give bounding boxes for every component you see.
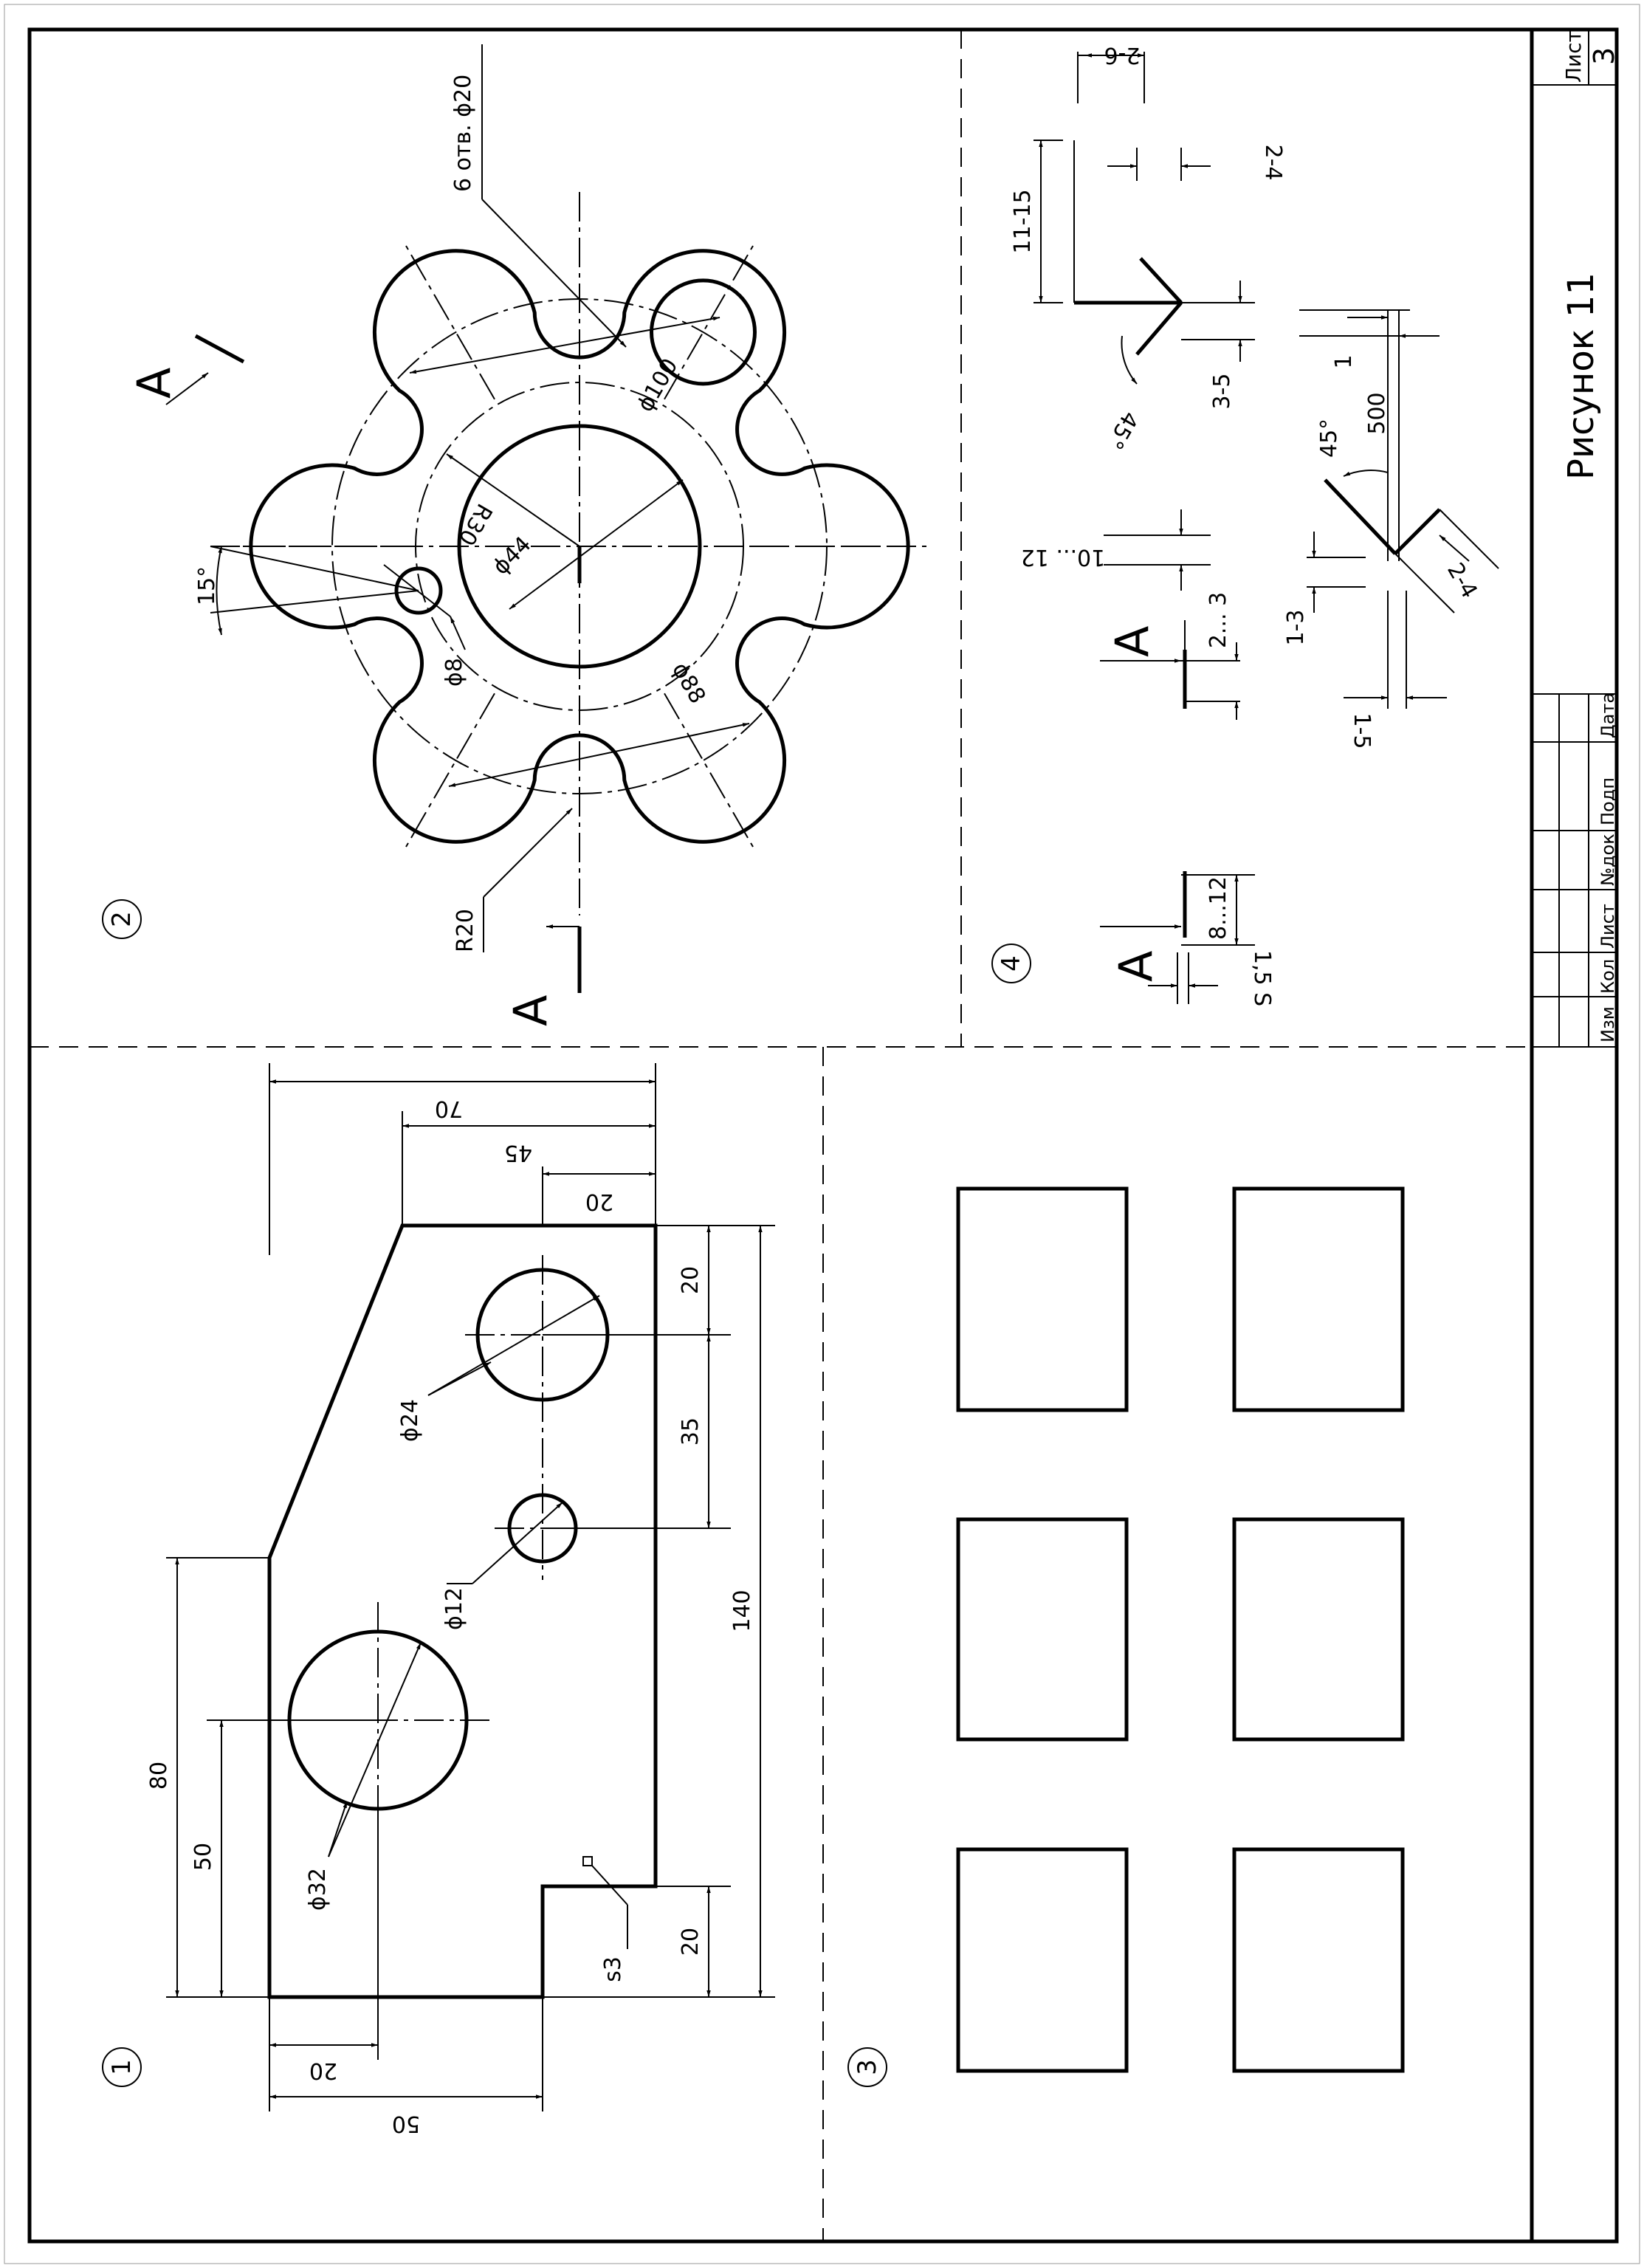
dim-holes: 6 отв. ϕ20: [450, 75, 476, 192]
sheet-label: Лист: [1561, 30, 1586, 83]
col-list: Лист: [1597, 904, 1618, 949]
section-1-number: 1: [107, 2059, 137, 2075]
dim-phi44: ϕ44: [488, 532, 537, 580]
dim-50-bottom: 50: [392, 2111, 420, 2137]
dim-1-3: 1-3: [1283, 610, 1309, 646]
col-izm: Изм: [1597, 1006, 1618, 1042]
dim-80: 80: [146, 1762, 172, 1790]
dim-45-a: 45°: [1101, 407, 1143, 454]
lobe-axis-line: [405, 245, 495, 400]
dim-35: 35: [678, 1418, 704, 1446]
dim-20-b: 20: [678, 1928, 704, 1956]
section-mark-a-left: А: [1109, 951, 1163, 982]
dim-20-top: 20: [585, 1189, 613, 1214]
dim-500: 500: [1364, 392, 1390, 434]
small-hole-phi8: [394, 566, 443, 615]
lobe-axis-line: [664, 693, 754, 848]
section-4-marker: [991, 944, 1031, 983]
hatch-sample-nonmetal: [956, 1517, 1129, 1742]
dim-phi12: ϕ12: [441, 1587, 467, 1630]
dim-s3: s3: [600, 1956, 626, 1982]
sheet-number: 3: [1588, 47, 1620, 65]
dim-15s: 1,5 S: [1249, 950, 1275, 1006]
page-border: [4, 4, 1640, 2264]
col-ndok: №док: [1597, 834, 1618, 886]
plate-outline: [267, 1223, 658, 1999]
dim-10-12: 10... 12: [1021, 544, 1106, 570]
lobe-axis-line: [664, 245, 754, 400]
dim-20-bottom: 20: [309, 2058, 337, 2083]
hatch-sample-cross: [1232, 1847, 1405, 2073]
title-block: Лист 3 Рисунок 11 Изм Кол Лист №док Подп…: [1530, 29, 1620, 2241]
section-3-hatching: 3: [847, 1186, 1405, 2087]
section-3-number: 3: [853, 2059, 882, 2075]
section-1-plate: 1 70 45 20 20 35: [102, 1063, 775, 2137]
dim-2-4-a: 2-4: [1260, 145, 1286, 181]
dim-phi88: ϕ88: [667, 659, 710, 709]
section-4-notation: 4 2-6 11-15 2-4 45° 3-5: [991, 42, 1499, 1006]
dim-20-a: 20: [678, 1266, 704, 1294]
figure-title: Рисунок 11: [1561, 272, 1602, 480]
dim-2-6: 2-6: [1104, 42, 1141, 68]
hatch-sample-liquid: [956, 1186, 1129, 1412]
section-2-flange: 2 А А 6 отв. ϕ20 ϕ100 R30 ϕ44 ϕ88: [102, 44, 926, 1026]
dim-8-12: 8...12: [1206, 876, 1231, 940]
dim-1-5: 1-5: [1349, 713, 1375, 749]
dim-phi32: ϕ32: [305, 1868, 331, 1911]
dim-phi24: ϕ24: [397, 1399, 423, 1442]
dim-70: 70: [435, 1096, 463, 1121]
section-2-marker: [102, 899, 142, 939]
section-mark-a-right: А: [1105, 626, 1159, 657]
hatch-sample-glass: [1232, 1517, 1405, 1742]
section-2-number: 2: [107, 911, 137, 927]
dim-r20: R20: [453, 909, 478, 952]
section-1-marker: [102, 2047, 142, 2087]
dim-45-b: 45°: [1316, 419, 1342, 458]
lobe-axis-line: [405, 693, 495, 848]
dim-2-3: 2... 3: [1206, 592, 1231, 648]
col-data: Дата: [1597, 693, 1618, 738]
dim-50-left: 50: [190, 1843, 216, 1871]
dim-45: 45: [504, 1140, 532, 1166]
hatch-sample-metal: [956, 1847, 1129, 2073]
section-mark-a-bottom: А: [503, 995, 557, 1026]
dim-3-5: 3-5: [1209, 374, 1235, 410]
col-podp: Подп: [1597, 777, 1618, 825]
dim-11-15: 11-15: [1010, 189, 1036, 253]
dim-2-4-b: 2-4: [1442, 559, 1482, 603]
col-kol: Кол: [1597, 959, 1618, 994]
hatch-sample-wood: [1232, 1186, 1405, 1412]
dim-angle15: 15°: [194, 566, 220, 605]
section-4-number: 4: [997, 955, 1026, 972]
section-mark-a-top: А: [127, 368, 181, 399]
dim-phi100: ϕ100: [633, 354, 684, 416]
dim-phi8: ϕ8: [441, 658, 467, 687]
section-3-marker: [847, 2047, 887, 2087]
dim-1: 1: [1331, 354, 1357, 368]
dim-140: 140: [729, 1590, 755, 1632]
